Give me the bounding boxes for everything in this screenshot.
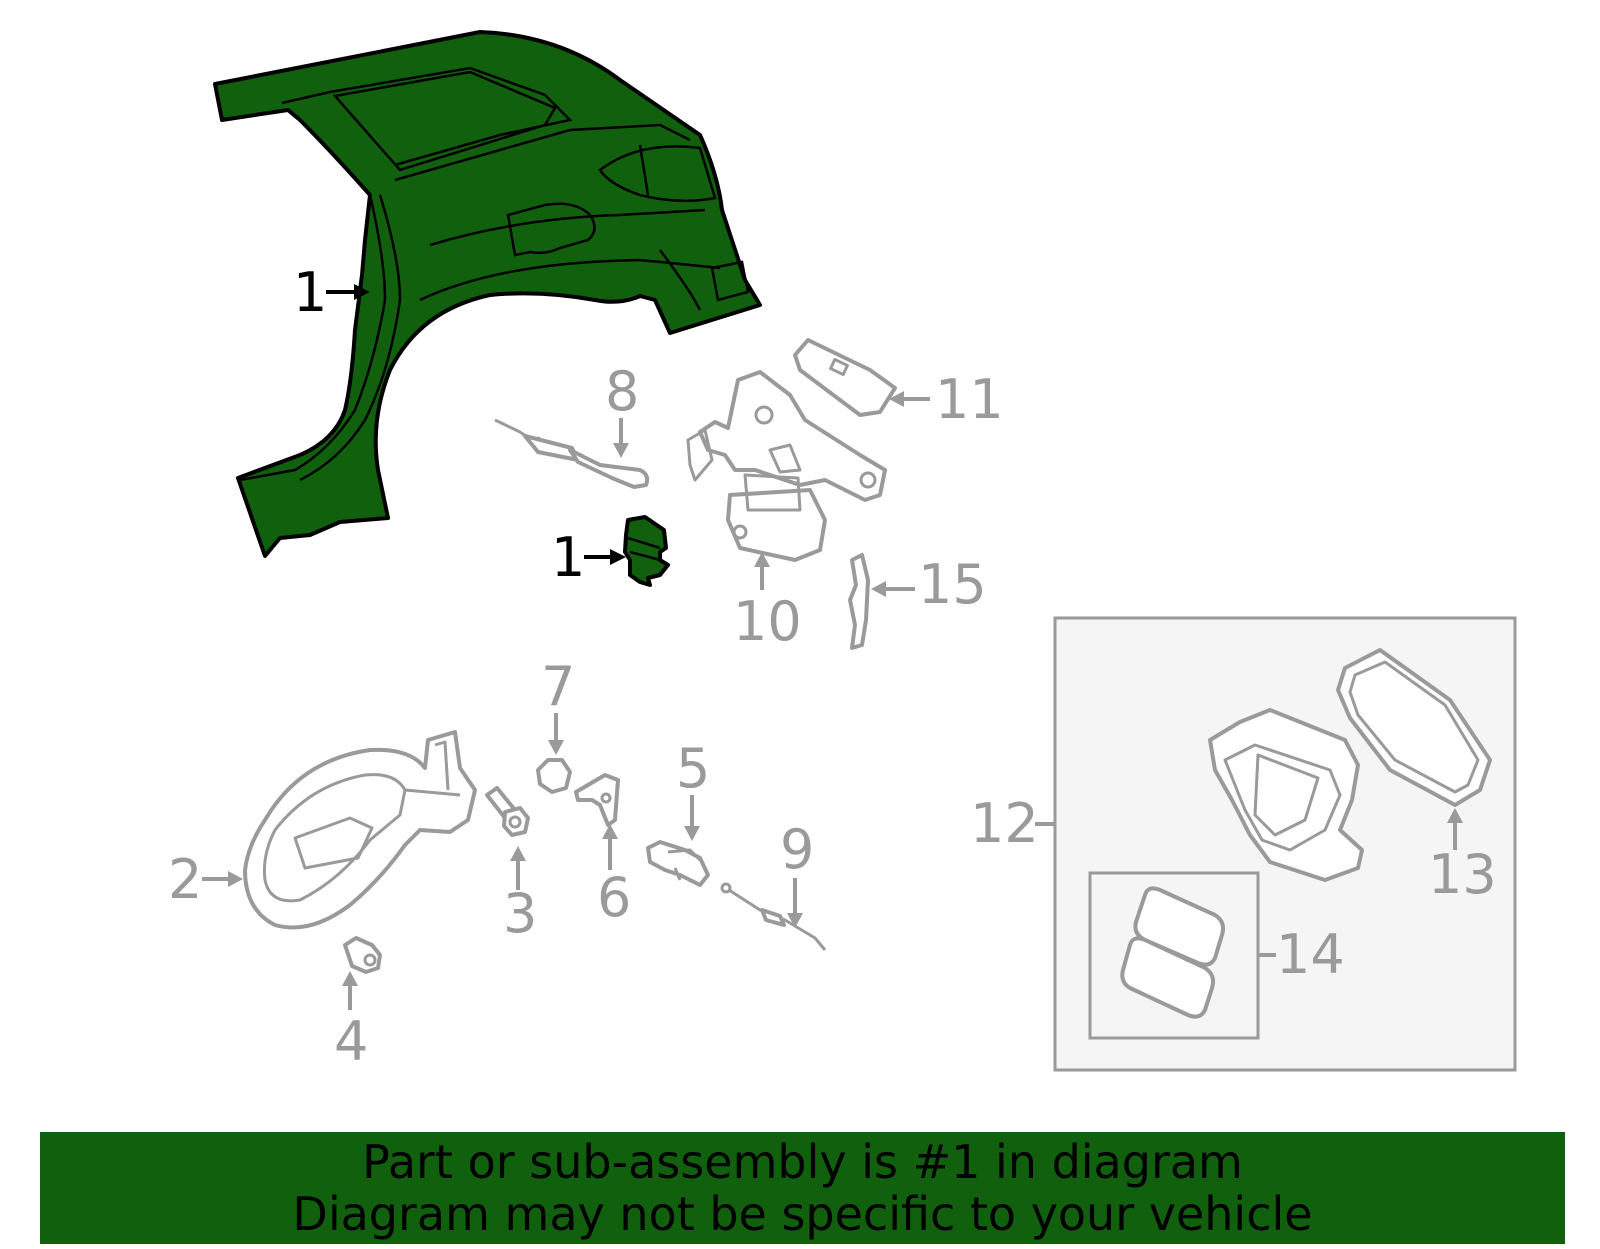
bolt-part[interactable] xyxy=(485,786,530,837)
fuel-door-housing-part[interactable] xyxy=(686,370,887,562)
callout-8-label: 8 xyxy=(605,360,639,423)
callout-3: 3 xyxy=(503,846,537,945)
callout-12-label: 12 xyxy=(970,792,1039,855)
callout-6-label: 6 xyxy=(597,866,631,929)
callout-14-label: 14 xyxy=(1276,923,1345,986)
callout-15: 15 xyxy=(871,553,987,616)
bracket-plate-part[interactable] xyxy=(793,338,897,417)
quarter-panel-part[interactable] xyxy=(213,30,762,558)
callout-11: 11 xyxy=(889,368,1004,431)
callout-9: 9 xyxy=(780,818,814,928)
callout-1-clip: 1 xyxy=(551,526,626,589)
callout-3-label: 3 xyxy=(503,882,537,945)
callout-1-quarter-panel: 1 xyxy=(293,261,370,324)
banner-line-2: Diagram may not be specific to your vehi… xyxy=(292,1187,1313,1241)
latch-actuator-part[interactable] xyxy=(646,840,710,887)
callout-2: 2 xyxy=(168,848,243,911)
stopper-part[interactable] xyxy=(343,936,382,974)
callout-7: 7 xyxy=(541,655,575,755)
callout-14: 14 xyxy=(1258,923,1345,986)
callout-1-label: 1 xyxy=(293,261,327,324)
banner-line-1: Part or sub-assembly is #1 in diagram xyxy=(362,1135,1243,1189)
callout-12: 12 xyxy=(970,792,1055,855)
callout-11-label: 11 xyxy=(935,368,1004,431)
callout-13: 13 xyxy=(1428,808,1497,906)
actuator-cable-part[interactable] xyxy=(494,418,650,489)
callout-13-label: 13 xyxy=(1428,843,1497,906)
callout-15-label: 15 xyxy=(918,553,987,616)
callout-6: 6 xyxy=(597,824,631,929)
callout-4: 4 xyxy=(334,971,368,1073)
callout-1-clip-label: 1 xyxy=(551,526,585,589)
pads-part[interactable] xyxy=(1120,886,1226,1019)
release-cable-part[interactable] xyxy=(720,882,827,951)
notice-banner: Part or sub-assembly is #1 in diagram Di… xyxy=(40,1132,1565,1244)
housing-frame-part[interactable] xyxy=(1208,708,1364,882)
callout-8: 8 xyxy=(605,360,639,458)
nut-part[interactable] xyxy=(536,758,572,794)
callout-5: 5 xyxy=(676,737,710,841)
callout-2-label: 2 xyxy=(168,848,202,911)
callout-9-label: 9 xyxy=(780,818,814,881)
fuel-door-part[interactable] xyxy=(243,730,477,930)
callout-10-label: 10 xyxy=(733,590,802,653)
push-clip-part[interactable] xyxy=(623,515,670,587)
gasket-part[interactable] xyxy=(1336,648,1492,807)
callout-5-label: 5 xyxy=(676,737,710,800)
clip-bracket-part[interactable] xyxy=(574,773,620,827)
seal-strip-part[interactable] xyxy=(848,553,870,650)
callout-4-label: 4 xyxy=(334,1010,368,1073)
callout-7-label: 7 xyxy=(541,655,575,718)
callout-10: 10 xyxy=(733,552,802,653)
